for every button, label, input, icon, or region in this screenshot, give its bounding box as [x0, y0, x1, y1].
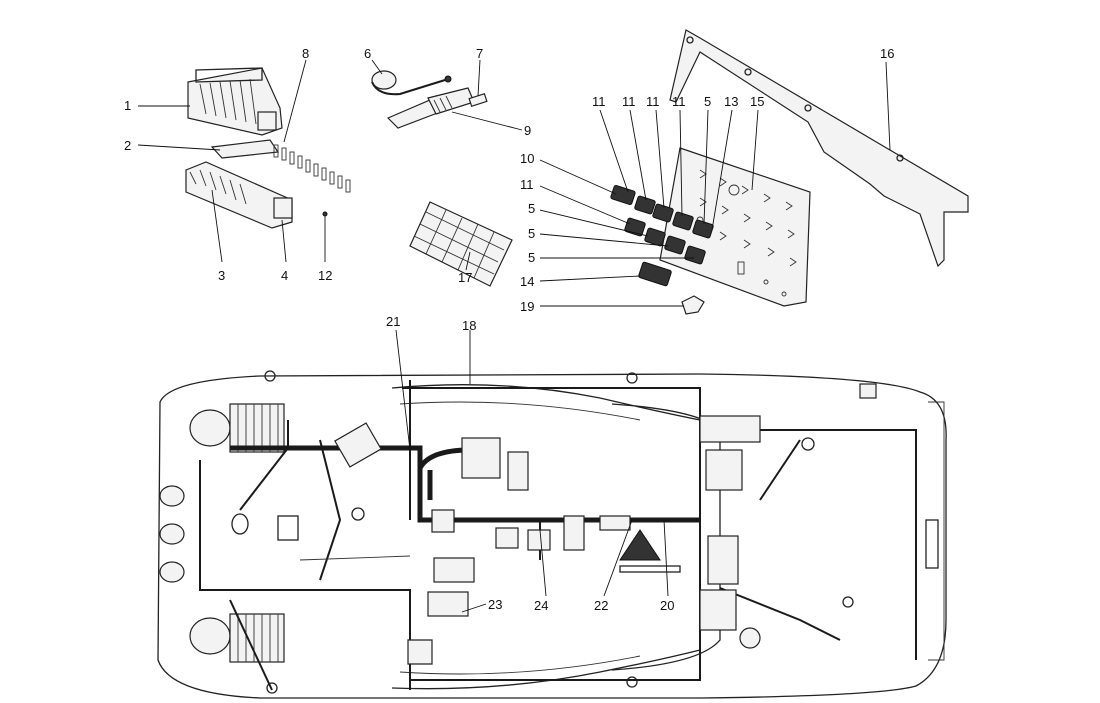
callout-19: 19 — [520, 299, 534, 314]
wire-connector[interactable] — [371, 70, 452, 96]
fuse-strip[interactable] — [210, 139, 280, 159]
callout-23: 23 — [488, 597, 502, 612]
callout-12: 12 — [318, 268, 332, 283]
fuse-holder[interactable] — [386, 87, 475, 129]
relay-group[interactable] — [610, 184, 714, 315]
callout-18: 18 — [462, 318, 476, 333]
callout-8: 8 — [302, 46, 309, 61]
relay-bracket[interactable] — [669, 29, 969, 268]
callout-11-c: 11 — [646, 94, 660, 109]
fuse-box-cover[interactable] — [187, 67, 283, 136]
callout-11-d: 11 — [672, 94, 686, 109]
clip[interactable] — [468, 92, 488, 108]
callout-4: 4 — [281, 268, 288, 283]
callout-2: 2 — [124, 138, 131, 153]
callout-5-b: 5 — [528, 226, 535, 241]
main-wiring-harness — [199, 380, 917, 691]
callout-22: 22 — [594, 598, 608, 613]
fuse-box-base[interactable] — [185, 161, 293, 229]
callout-16: 16 — [880, 46, 894, 61]
callout-10: 10 — [520, 151, 534, 166]
callout-24: 24 — [534, 598, 548, 613]
callout-6: 6 — [364, 46, 371, 61]
callout-7: 7 — [476, 46, 483, 61]
callout-5-a: 5 — [528, 201, 535, 216]
fuse-carrier[interactable] — [409, 201, 513, 287]
callout-3: 3 — [218, 268, 225, 283]
callout-11-left: 11 — [520, 177, 534, 192]
callout-5-c: 5 — [528, 250, 535, 265]
leader-lines — [137, 59, 891, 613]
callout-5-d: 5 — [704, 94, 711, 109]
callout-13: 13 — [724, 94, 738, 109]
callout-11-a: 11 — [592, 94, 606, 109]
callout-numbers: 1 2 3 4 8 12 6 7 9 10 11 5 5 5 14 19 11 … — [124, 46, 894, 613]
callout-20: 20 — [660, 598, 674, 613]
central-components — [334, 383, 877, 665]
fuses-set[interactable] — [273, 144, 351, 217]
callout-14: 14 — [520, 274, 534, 289]
callout-15: 15 — [750, 94, 764, 109]
callout-1: 1 — [124, 98, 131, 113]
callout-11-b: 11 — [622, 94, 636, 109]
front-left-components — [159, 370, 638, 694]
callout-17: 17 — [458, 270, 472, 285]
callout-9: 9 — [524, 123, 531, 138]
callout-21: 21 — [386, 314, 400, 329]
